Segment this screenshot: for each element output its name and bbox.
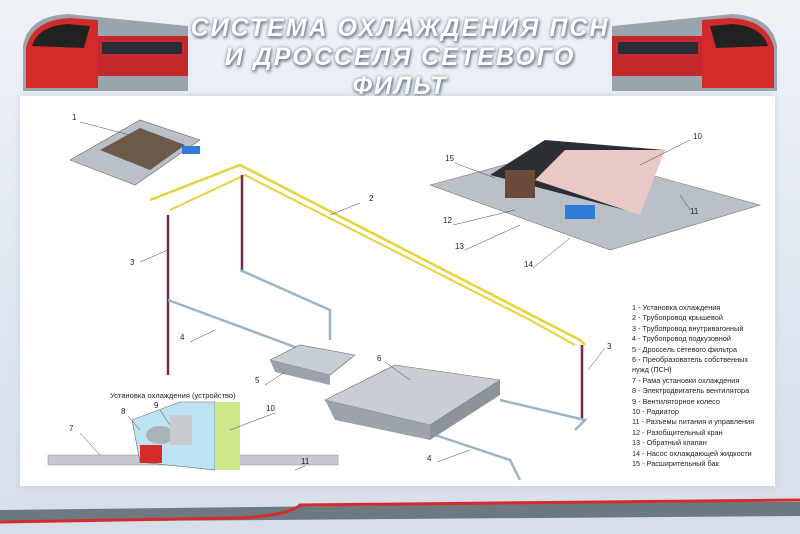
pipe-under-4: [167, 268, 588, 481]
legend-item: 7 - Рама установки охлаждения: [632, 375, 740, 385]
train-image-right: [612, 14, 777, 91]
callout-11b: 11: [690, 207, 699, 216]
legend-item: 11 - Разъемы питания и управления: [632, 417, 755, 427]
legend-item: нужд (ПСН): [632, 365, 672, 375]
footer-accent-stripe: [0, 498, 800, 524]
cooling-unit-device: [47, 401, 339, 471]
callout-3b: 3: [607, 342, 612, 351]
legend-item: 13 - Обратный клапан: [632, 438, 707, 448]
callout-4b: 4: [427, 454, 432, 463]
callout-2: 2: [369, 194, 374, 203]
legend-item: 1 - Установка охлаждения: [632, 303, 721, 312]
callout-15: 15: [445, 154, 454, 163]
legend-item: 12 - Разобщительный кран: [632, 427, 723, 437]
callout-12: 12: [443, 216, 452, 225]
train-image-left: [23, 14, 188, 91]
legend-item: 2 - Трубопровод крышевой: [632, 313, 723, 323]
callout-13: 13: [455, 242, 464, 251]
callout-4: 4: [180, 333, 185, 342]
legend-item: 5 - Дроссель сетевого фильтра: [632, 344, 738, 354]
callout-5: 5: [255, 376, 260, 385]
legend-item: 6 - Преобразователь собственных: [632, 355, 749, 365]
legend-item: 9 - Вентиляторное колесо: [632, 396, 720, 406]
callout-10b: 10: [693, 132, 702, 141]
callout-3: 3: [130, 258, 135, 267]
callout-6: 6: [377, 354, 382, 363]
auxiliary-converter-6: [324, 364, 501, 440]
legend-item: 15 - Расширительный бак: [632, 459, 719, 469]
title-line-1: СИСТЕМА ОХЛАЖДЕНИЯ ПСН: [190, 14, 610, 42]
cooling-unit-1: [69, 119, 201, 186]
title-line-2: И ДРОССЕЛЯ СЕТЕВОГО ФИЛЬТ: [224, 43, 576, 100]
line-filter-choke-5: [269, 344, 356, 385]
legend-item: 10 - Радиатор: [632, 407, 679, 417]
device-caption: Установка охлаждения (устройство): [110, 391, 236, 400]
callout-8: 8: [121, 407, 126, 416]
callout-11: 11: [301, 457, 310, 466]
callout-7: 7: [69, 424, 74, 433]
pipe-roof-2: [149, 163, 586, 346]
legend-item: 14 - Насос охлаждающей жидкости: [632, 448, 752, 458]
legend-item: 8 - Электродвигатель вентилятора: [632, 386, 750, 396]
footer-band: [0, 502, 800, 522]
callout-10: 10: [266, 404, 275, 413]
callout-14: 14: [524, 260, 533, 269]
callout-1: 1: [72, 113, 77, 122]
legend-item: 4 - Трубопровод подкузовной: [632, 334, 731, 344]
page-title: СИСТЕМА ОХЛАЖДЕНИЯ ПСН И ДРОССЕЛЯ СЕТЕВО…: [180, 14, 620, 101]
legend: 1 - Установка охлаждения 2 - Трубопровод…: [632, 303, 754, 470]
legend-item: 3 - Трубопровод внутривагонный: [632, 323, 744, 333]
callout-labels: 1 2 3 3 4 4 5 6 7 8 9 10 11 10 15 12 13 …: [69, 113, 702, 471]
pipe-roof-2b: [169, 173, 576, 346]
callout-9: 9: [154, 401, 159, 410]
cooling-unit-top-right: [429, 140, 762, 251]
